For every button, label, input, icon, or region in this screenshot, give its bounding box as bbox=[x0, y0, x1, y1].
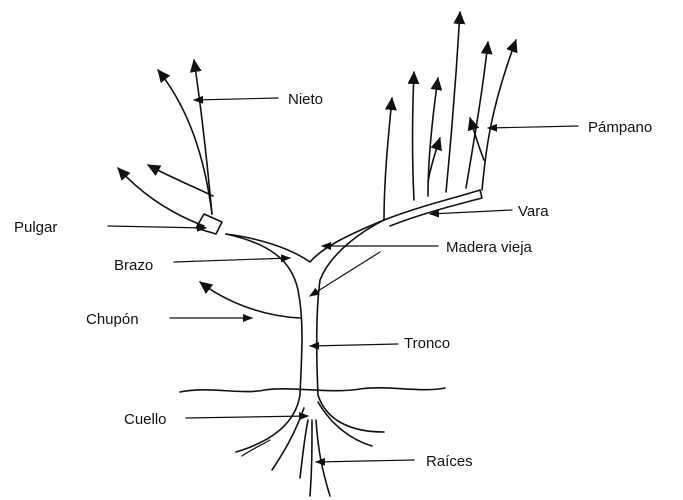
arrow-nieto bbox=[194, 98, 278, 100]
arrow-raices bbox=[316, 460, 414, 462]
label-brazo: Brazo bbox=[114, 257, 153, 274]
arrow-tronco bbox=[310, 344, 398, 346]
roots bbox=[236, 395, 384, 496]
cane bbox=[384, 190, 482, 226]
label-vara: Vara bbox=[518, 203, 549, 220]
ground-line bbox=[180, 388, 445, 392]
label-pampano: Pámpano bbox=[588, 119, 652, 136]
label-nieto: Nieto bbox=[288, 91, 323, 108]
arrow-pampano bbox=[488, 126, 578, 128]
right-shoots bbox=[384, 12, 516, 220]
arrow-pulgar bbox=[108, 226, 206, 228]
label-madera-vieja: Madera vieja bbox=[446, 239, 533, 256]
label-raices: Raíces bbox=[426, 453, 473, 470]
arrow-vara bbox=[430, 210, 512, 214]
arrow-brazo bbox=[174, 258, 290, 262]
label-pulgar: Pulgar bbox=[14, 219, 57, 236]
label-chupon: Chupón bbox=[86, 311, 139, 328]
arrow-cuello bbox=[186, 416, 308, 418]
arrow-madera-vieja-2 bbox=[310, 252, 380, 296]
label-arrows bbox=[108, 98, 578, 462]
label-tronco: Tronco bbox=[404, 335, 450, 352]
label-cuello: Cuello bbox=[124, 411, 167, 428]
